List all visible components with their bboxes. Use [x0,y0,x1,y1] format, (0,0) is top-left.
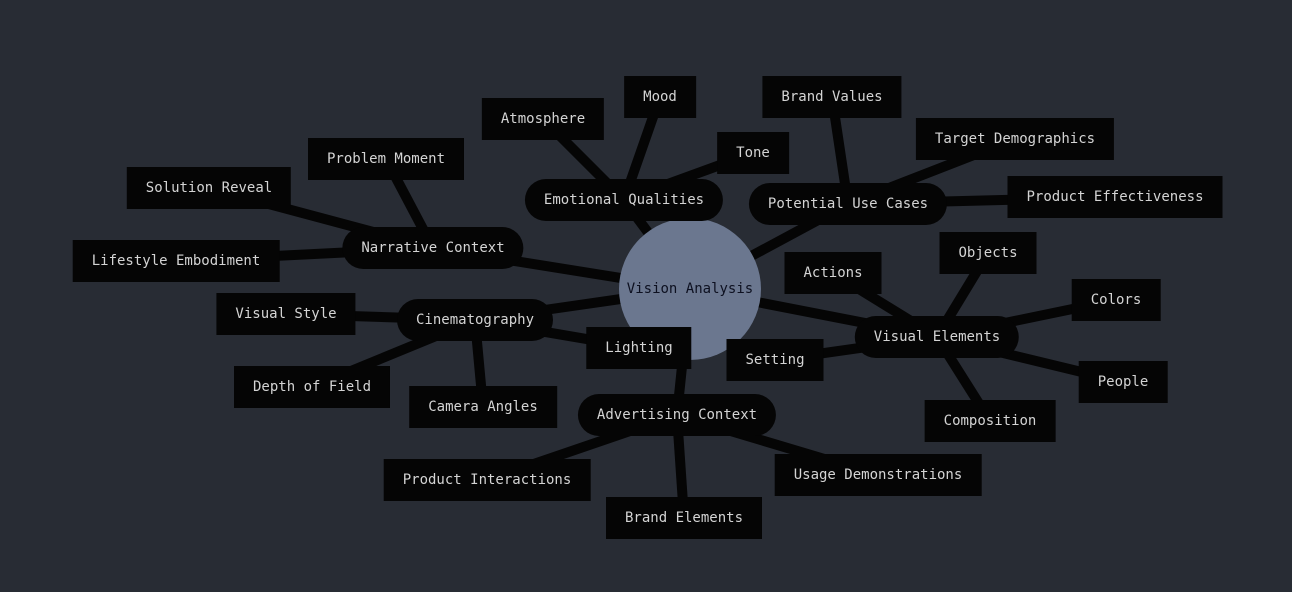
leaf-node-mood[interactable]: Mood [624,76,696,118]
leaf-node-usage[interactable]: Usage Demonstrations [774,454,982,496]
branch-node-advertising[interactable]: Advertising Context [577,394,777,436]
leaf-node-setting[interactable]: Setting [726,339,824,381]
leaf-node-people[interactable]: People [1078,361,1168,403]
branch-node-usecases[interactable]: Potential Use Cases [748,183,948,225]
root-label: Vision Analysis [626,281,754,297]
leaf-node-visualstyle[interactable]: Visual Style [216,293,356,335]
leaf-node-brandelements[interactable]: Brand Elements [605,497,763,539]
leaf-node-problem[interactable]: Problem Moment [307,138,465,180]
leaf-node-lifestyle[interactable]: Lifestyle Embodiment [72,240,280,282]
leaf-node-atmosphere[interactable]: Atmosphere [481,98,605,140]
branch-node-emotional[interactable]: Emotional Qualities [524,179,724,221]
leaf-node-targetdemo[interactable]: Target Demographics [915,118,1115,160]
leaf-node-producteff[interactable]: Product Effectiveness [1007,176,1223,218]
leaf-node-colors[interactable]: Colors [1071,279,1161,321]
leaf-node-cameraangles[interactable]: Camera Angles [409,386,557,428]
leaf-node-solution[interactable]: Solution Reveal [126,167,292,209]
leaf-node-objects[interactable]: Objects [939,232,1037,274]
leaf-node-lighting[interactable]: Lighting [586,327,692,369]
leaf-node-brandvalues[interactable]: Brand Values [762,76,902,118]
leaf-node-tone[interactable]: Tone [717,132,789,174]
leaf-node-productinter[interactable]: Product Interactions [383,459,591,501]
branch-node-visual[interactable]: Visual Elements [854,316,1020,358]
leaf-node-actions[interactable]: Actions [784,252,882,294]
branch-node-narrative[interactable]: Narrative Context [342,227,524,269]
leaf-node-depth[interactable]: Depth of Field [233,366,391,408]
branch-node-cinema[interactable]: Cinematography [396,299,554,341]
leaf-node-composition[interactable]: Composition [924,400,1056,442]
